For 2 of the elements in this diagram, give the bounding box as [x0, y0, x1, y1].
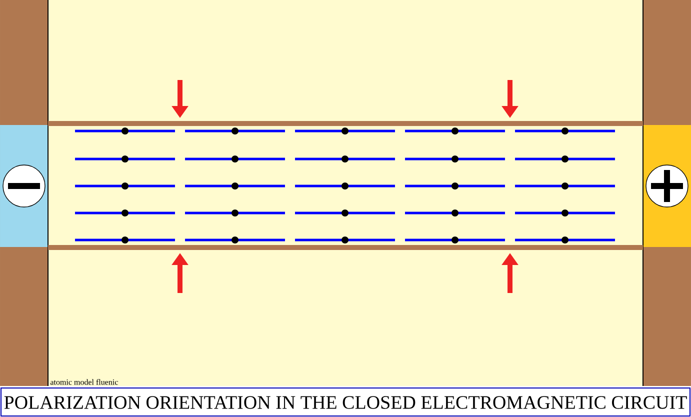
caption-box: POLARIZATION ORIENTATION IN THE CLOSED ELECTROMAGNETIC CIRCUIT [0, 388, 690, 416]
label-text: atomic model fluenic [50, 379, 118, 385]
